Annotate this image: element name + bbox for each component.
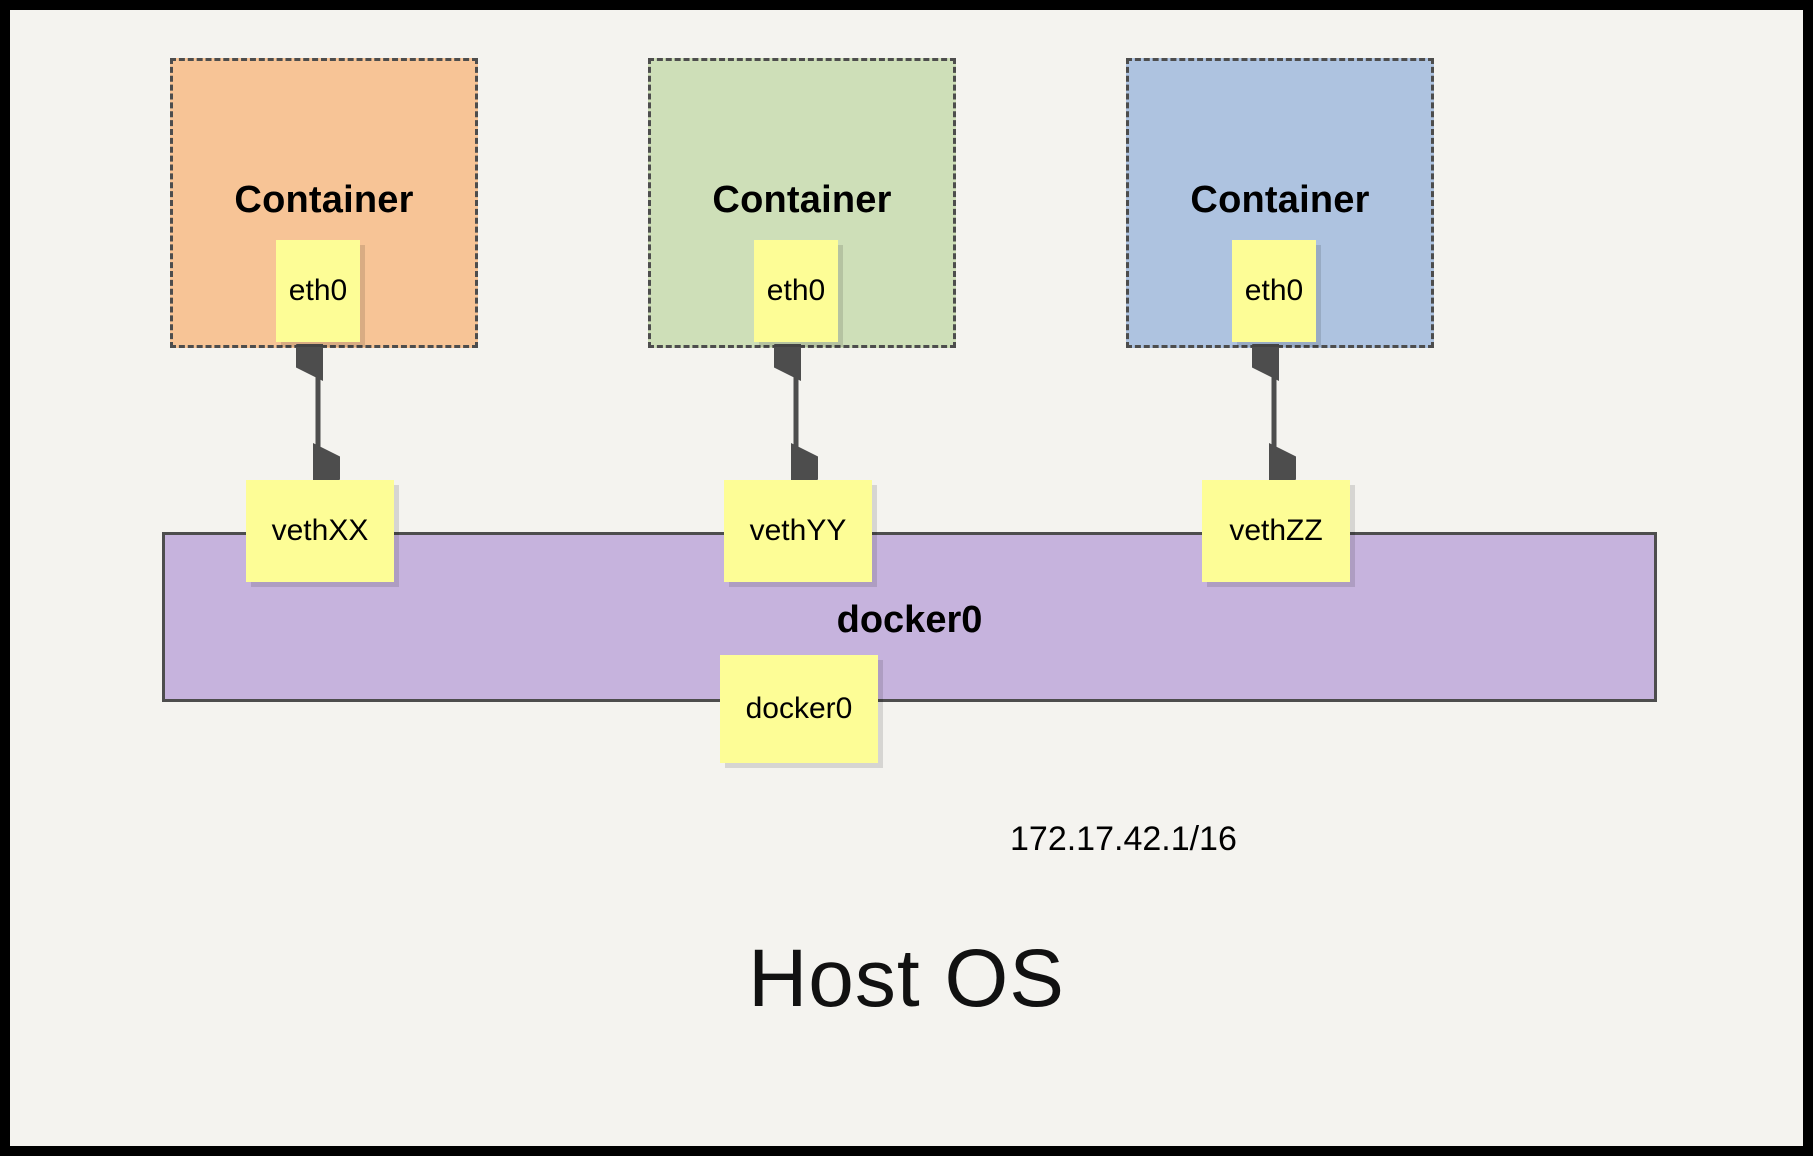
container-eth0-1: eth0: [276, 240, 360, 342]
docker0-interface-label: docker0: [745, 692, 853, 725]
container-title-2: Container: [712, 179, 892, 221]
container-eth0-label-1: eth0: [288, 274, 348, 307]
docker0-bridge: docker0: [162, 532, 1657, 702]
veth-box-3: vethZZ: [1202, 480, 1350, 582]
container-title-3: Container: [1190, 179, 1370, 221]
docker0-ip-address: 172.17.42.1/16: [1010, 820, 1237, 858]
container-title-1: Container: [234, 179, 414, 221]
docker0-interface-box: docker0: [720, 655, 878, 763]
container-eth0-3: eth0: [1232, 240, 1316, 342]
docker0-bridge-title: docker0: [836, 599, 983, 641]
veth-box-2: vethYY: [724, 480, 872, 582]
container-eth0-label-3: eth0: [1244, 274, 1304, 307]
container-eth0-2: eth0: [754, 240, 838, 342]
veth-label-1: vethXX: [271, 514, 369, 547]
diagram-page: Container eth0 Container eth0 Container …: [10, 10, 1803, 1146]
link-arrow-1: [296, 344, 340, 480]
container-eth0-label-2: eth0: [766, 274, 826, 307]
link-arrow-3: [1252, 344, 1296, 480]
veth-label-2: vethYY: [749, 514, 847, 547]
veth-label-3: vethZZ: [1229, 514, 1323, 547]
host-os-label: Host OS: [748, 933, 1065, 1024]
link-arrow-2: [774, 344, 818, 480]
veth-box-1: vethXX: [246, 480, 394, 582]
